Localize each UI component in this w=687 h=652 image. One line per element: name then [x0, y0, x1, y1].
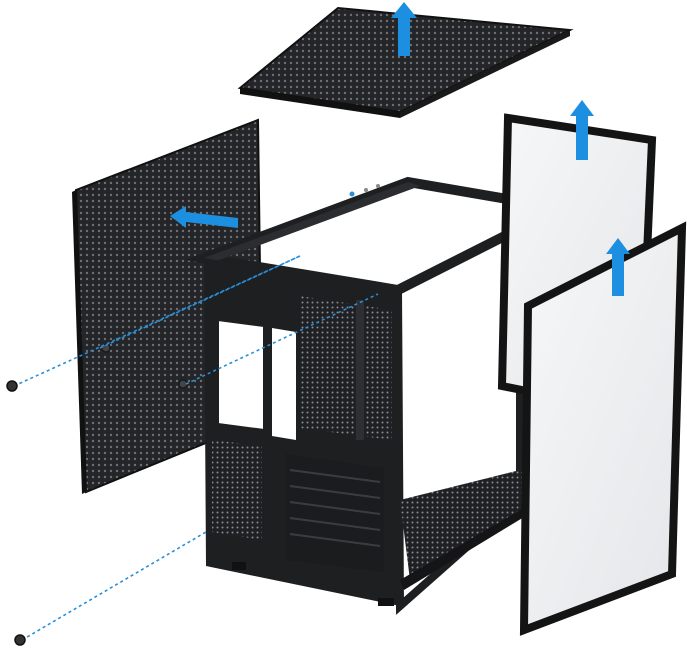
arrow-up-icon: [606, 238, 630, 296]
thumbscrew-icon: [6, 380, 18, 392]
arrow-up-icon: [570, 100, 594, 160]
glass-side-panel: [519, 221, 687, 636]
arrow-up-icon: [391, 2, 417, 56]
chassis-body: [184, 176, 576, 615]
screw-guide-lines: [13, 255, 379, 641]
thumbscrew-icon: [14, 634, 26, 646]
top-mesh-panel: [237, 6, 574, 118]
arrow-right-icon: [170, 206, 238, 228]
